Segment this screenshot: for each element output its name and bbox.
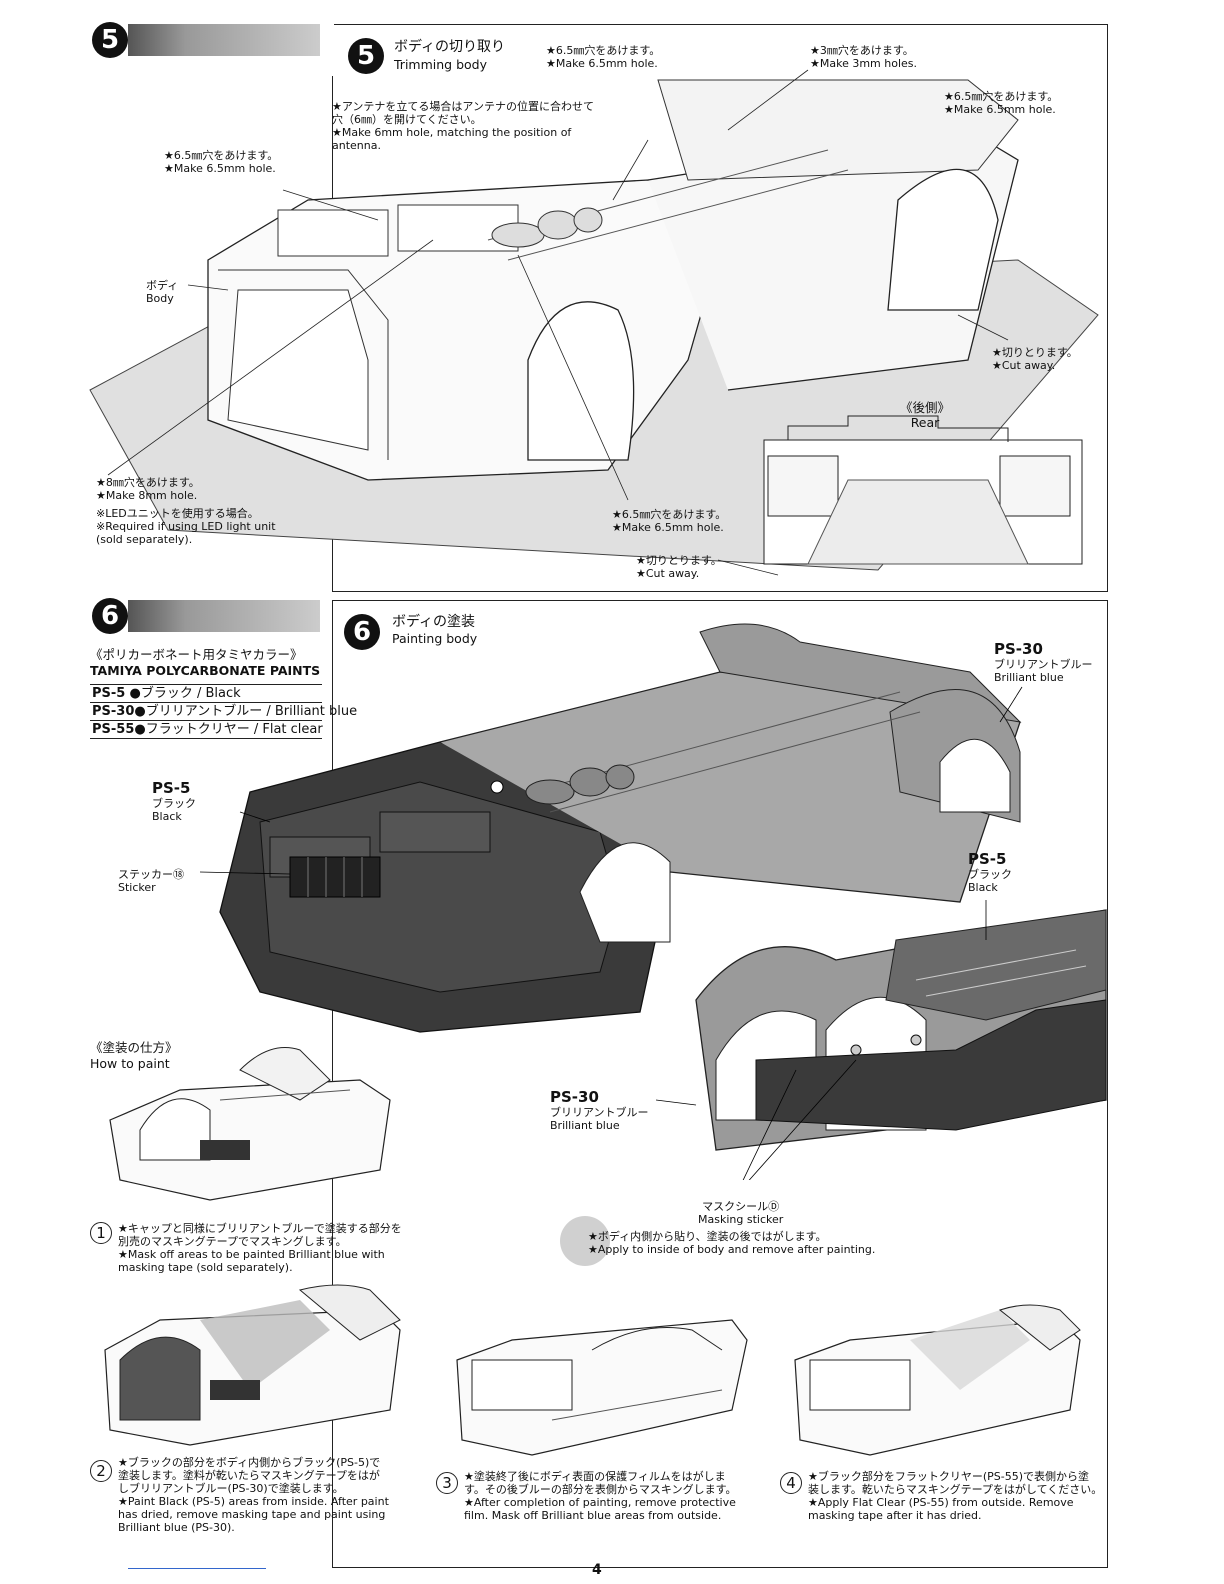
howto-step1-illustration [109, 1047, 391, 1201]
page-number: 4 [592, 1562, 602, 1578]
how-to-paint-en: How to paint [90, 1056, 170, 1071]
instruction-4: 4 ★ブラック部分をフラットクリヤー(PS-55)で表側から塗装します。乾いたら… [778, 1470, 1104, 1522]
instruction-3: 3 ★塗装終了後にボディ表面の保護フィルムをはがします。その後ブルーの部分を表側… [434, 1470, 754, 1522]
step5-hole3: ★3㎜穴をあけます。★Make 3mm holes. [810, 44, 918, 70]
callout-ps30-top: PS-30 ブリリアントブルー Brilliant blue [994, 640, 1093, 684]
step5-rear-label: 《後側》Rear [900, 400, 951, 430]
step5-hole65-bottom: ★6.5㎜穴をあけます。★Make 6.5mm hole. [612, 508, 727, 534]
painting-body-illustration [200, 623, 1023, 1033]
step5-panel-left-cut [328, 24, 334, 76]
paint-row-ps30: PS-30●ブリリアントブルー / Brilliant blue [90, 704, 358, 721]
instruction-2-number: 2 [90, 1460, 112, 1482]
instruction-1-number: 1 [90, 1222, 112, 1244]
step5-cut-right: ★切りとります。★Cut away. [992, 346, 1078, 372]
trimming-body-illustration [89, 69, 1099, 576]
step5-hole65-right: ★6.5㎜穴をあけます。★Make 6.5mm hole. [944, 90, 1059, 116]
instruction-4-number: 4 [780, 1472, 802, 1494]
step5-cut-bottom: ★切りとります。★Cut away. [636, 554, 722, 580]
paint-row-ps5: PS-5 ●ブラック / Black [90, 685, 322, 703]
step6-title-jp: ボディの塗装 [392, 614, 476, 630]
paint-row-ps55: PS-55●フラットクリヤー / Flat clear [90, 722, 323, 739]
instruction-3-number: 3 [436, 1472, 458, 1494]
instruction-2: 2 ★ブラックの部分をボディ内側からブラック(PS-5)で塗装します。塗料が乾い… [88, 1456, 408, 1534]
rear-painting-illustration [656, 900, 1107, 1180]
step6-title-en: Painting body [392, 631, 478, 646]
callout-ps5-left: PS-5 ブラック Black [152, 779, 196, 823]
howto-step4-illustration [794, 1304, 1081, 1456]
step5-title-en: Trimming body [394, 57, 487, 72]
step5-title-jp: ボディの切り取り [394, 39, 506, 55]
paints-header-jp: 《ポリカーボネート用タミヤカラー》 [90, 647, 303, 662]
paints-header-en: TAMIYA POLYCARBONATE PAINTS [90, 663, 321, 678]
instruction-1: 1 ★キャップと同様にブリリアントブルーで塗装する部分を別売のマスキングテープで… [88, 1222, 408, 1274]
step5-hole8: ★8㎜穴をあけます。★Make 8mm hole. ※LEDユニットを使用する場… [96, 476, 276, 546]
howto-step3-illustration [456, 1319, 748, 1456]
step6-side-badge: 6 [92, 598, 128, 634]
decorative-blob [560, 1216, 610, 1266]
callout-apply-note: ★ボディ内側から貼り、塗装の後ではがします。★Apply to inside o… [588, 1230, 876, 1256]
step6-side-bar [128, 600, 320, 632]
step5-antenna-note: ★アンテナを立てる場合はアンテナの位置に合わせて穴（6㎜）を開けてください。 ★… [332, 100, 594, 152]
step5-title-badge: 5 [348, 38, 384, 74]
step5-side-bar [128, 24, 320, 56]
step5-hole65-top: ★6.5㎜穴をあけます。★Make 6.5mm hole. [546, 44, 661, 70]
callout-ps5-right: PS-5 ブラック Black [968, 850, 1012, 894]
sticker-78-grille [289, 856, 381, 898]
step6-title-badge: 6 [344, 614, 380, 650]
callout-ps30-bottom: PS-30 ブリリアントブルー Brilliant blue [550, 1088, 649, 1132]
step5-side-badge: 5 [92, 22, 128, 58]
step5-hole65-left: ★6.5㎜穴をあけます。★Make 6.5mm hole. [164, 149, 279, 175]
how-to-paint-jp: 《塗装の仕方》 [90, 1040, 178, 1055]
paints-table: PS-5 ●ブラック / Black PS-30●ブリリアントブルー / Bri… [90, 684, 358, 739]
howto-step2-illustration [104, 1284, 401, 1446]
footer-link-line [128, 1568, 266, 1569]
